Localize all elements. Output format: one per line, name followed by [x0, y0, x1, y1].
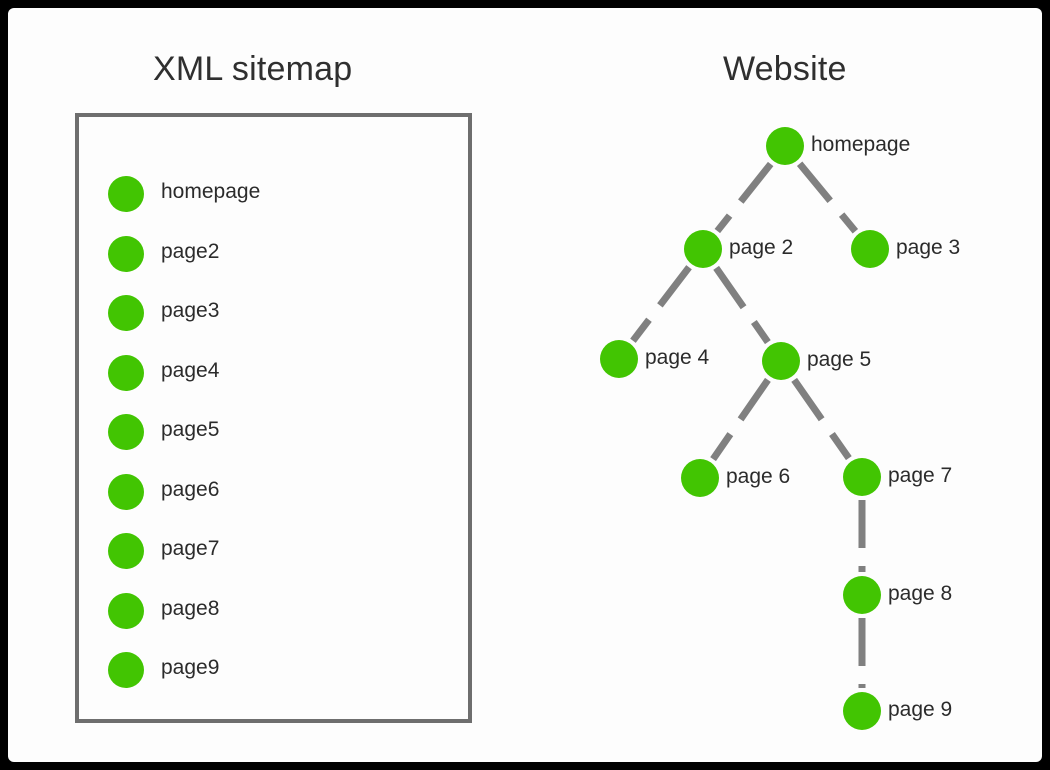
list-item-label: page9 [161, 656, 220, 679]
page-node-icon [843, 692, 881, 730]
tree-edge [710, 377, 771, 462]
tree-node-label: page 7 [888, 464, 953, 487]
tree-node-label: page 3 [896, 236, 961, 259]
page-node-icon [600, 340, 638, 378]
tree-node-label: page 4 [645, 346, 710, 369]
tree-node-label: page 5 [807, 348, 872, 371]
page-node-icon [843, 458, 881, 496]
list-item[interactable]: page7 [108, 525, 448, 585]
website-title: Website [723, 50, 847, 88]
page-node-icon [108, 295, 144, 331]
list-item-label: page4 [161, 358, 220, 382]
list-item-label: homepage [161, 180, 261, 203]
xml-sitemap-box [75, 113, 472, 723]
page-node-icon [108, 533, 144, 569]
tree-edge [796, 161, 859, 234]
list-item-label: page8 [161, 596, 220, 620]
list-item[interactable]: page2 [108, 228, 448, 288]
page-node-icon [108, 652, 144, 688]
tree-edge [791, 377, 852, 461]
list-item[interactable]: page8 [108, 585, 448, 645]
tree-node-label: page 9 [888, 698, 953, 721]
list-item-label: page6 [161, 477, 220, 501]
list-item[interactable]: page3 [108, 287, 448, 347]
tree-edge [714, 161, 774, 234]
page-node-icon [108, 176, 144, 212]
list-item[interactable]: homepage [108, 168, 448, 228]
list-item-label: page7 [161, 537, 220, 560]
list-item-label: page2 [161, 239, 220, 263]
diagram-canvas: XML sitemap homepage page2 page3 page4 page5… [8, 8, 1042, 762]
tree-node-label: page 8 [888, 582, 953, 605]
tree-edge [630, 265, 692, 343]
page-node-icon [766, 127, 804, 165]
tree-node-label: page 6 [726, 465, 791, 488]
list-item[interactable]: page4 [108, 347, 448, 407]
list-item-label: page5 [161, 418, 220, 441]
tree-node-label: page 2 [729, 236, 794, 259]
list-item-label: page3 [161, 299, 220, 322]
page-node-icon [681, 459, 719, 497]
page-node-icon [762, 342, 800, 380]
page-node-icon [108, 354, 144, 391]
page-node-icon [843, 576, 881, 614]
tree-edge [713, 265, 771, 345]
tree-edges [630, 161, 866, 688]
page-node-icon [108, 473, 144, 510]
list-item[interactable]: page5 [108, 406, 448, 466]
xml-sitemap-title: XML sitemap [153, 50, 353, 88]
page-node-icon [684, 230, 722, 268]
page-node-icon [108, 414, 144, 450]
page-node-icon [851, 230, 889, 268]
website-tree: homepage page 2 page 3 page 4 page 5 page 6 pa… [8, 8, 1042, 762]
page-node-icon [108, 235, 144, 272]
tree-node-label: homepage [811, 133, 911, 156]
xml-sitemap-list: homepage page2 page3 page4 page5 page6 page7 pa… [108, 168, 448, 704]
list-item[interactable]: page9 [108, 644, 448, 704]
page-node-icon [108, 592, 144, 629]
list-item[interactable]: page6 [108, 466, 448, 526]
